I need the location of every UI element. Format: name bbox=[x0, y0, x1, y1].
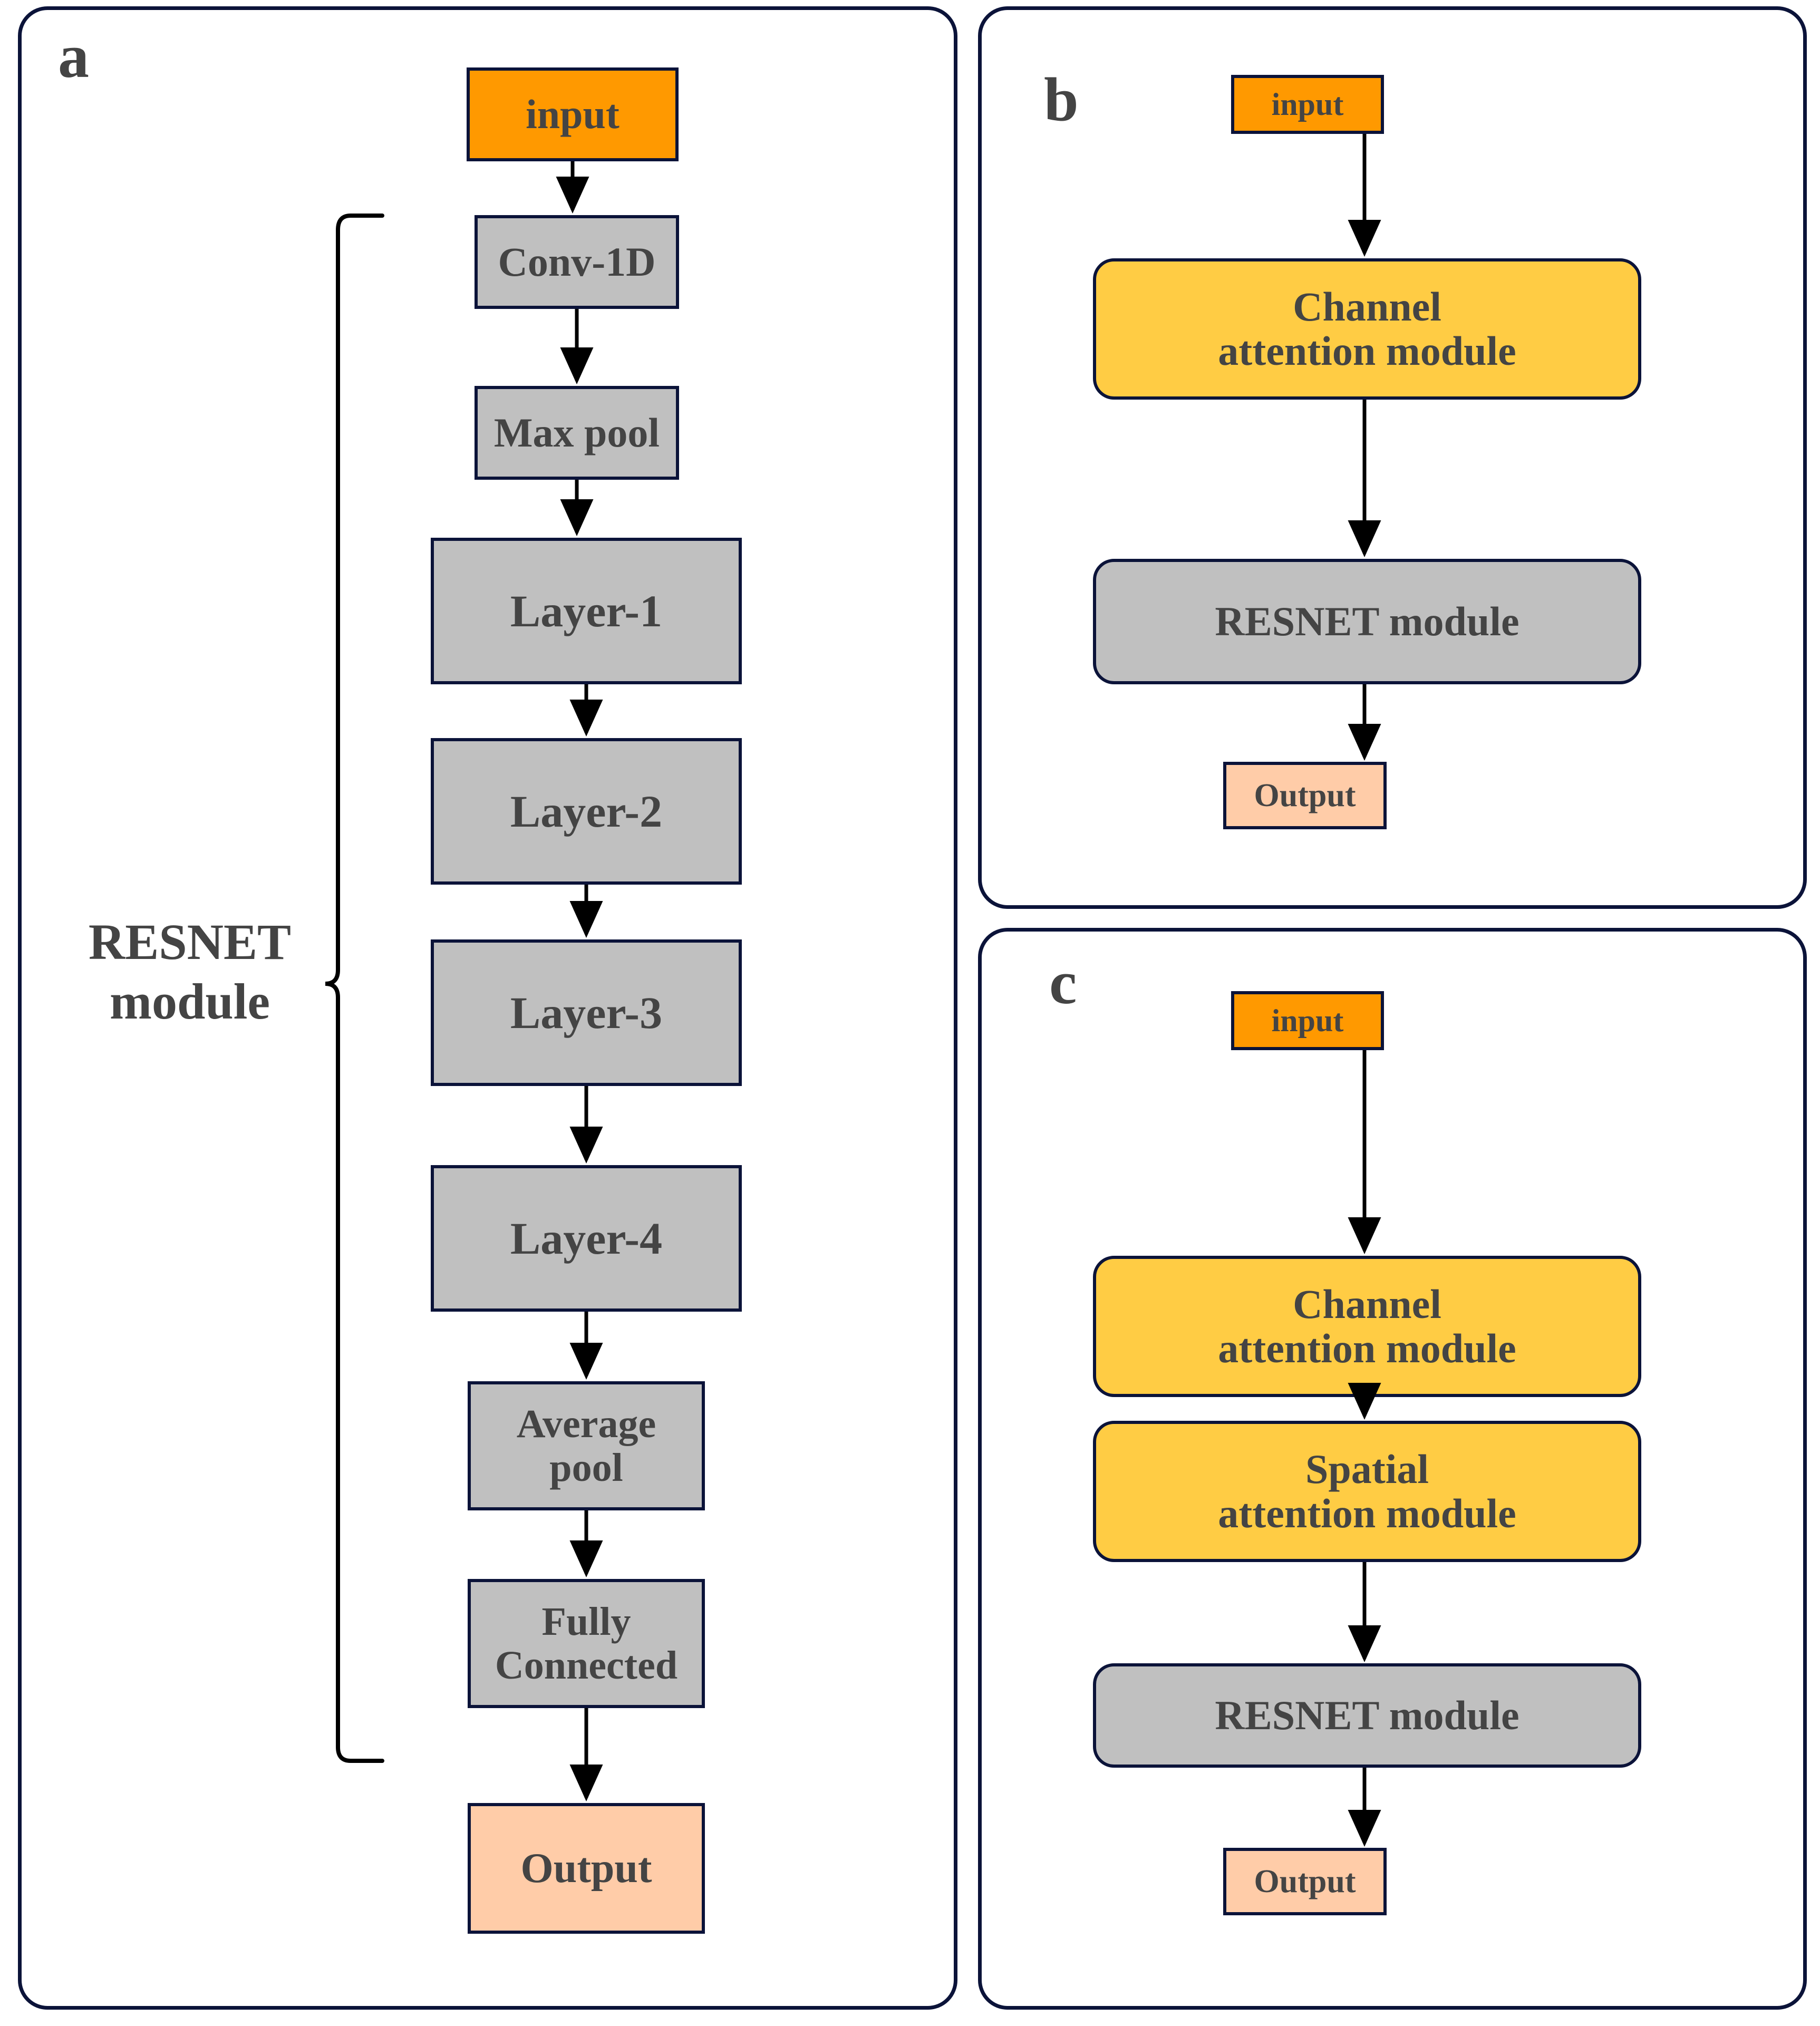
node-c-resnet-module-label: RESNET module bbox=[1215, 1692, 1519, 1738]
panel-b bbox=[978, 6, 1807, 909]
node-a-layer-2: Layer-2 bbox=[431, 738, 742, 885]
node-c-input-label: input bbox=[1271, 1003, 1344, 1038]
node-a-input: input bbox=[467, 67, 679, 161]
node-a-layer-4-label: Layer-4 bbox=[510, 1213, 663, 1264]
node-c-spatial-attention-module-label-line1: Spatial bbox=[1305, 1446, 1429, 1492]
node-b-resnet-module: RESNET module bbox=[1093, 559, 1641, 684]
node-a-layer-3-label: Layer-3 bbox=[510, 987, 663, 1038]
panel-b-letter: b bbox=[1044, 65, 1079, 134]
node-a-fully-connected-label-line1: Fully bbox=[541, 1600, 631, 1644]
node-b-channel-attention-module-label-line2: attention module bbox=[1218, 328, 1516, 374]
node-b-channel-attention-module-label-line1: Channel bbox=[1293, 283, 1441, 329]
node-a-layer-3: Layer-3 bbox=[431, 939, 742, 1086]
node-b-output: Output bbox=[1223, 762, 1387, 829]
node-a-layer-1-label: Layer-1 bbox=[510, 585, 663, 636]
node-a-output: Output bbox=[468, 1803, 705, 1934]
node-b-resnet-module-label: RESNET module bbox=[1215, 598, 1519, 644]
node-a-layer-4: Layer-4 bbox=[431, 1165, 742, 1312]
node-a-average-pool-label-line2: pool bbox=[549, 1445, 623, 1490]
resnet-module-brace-label: RESNET module bbox=[69, 912, 311, 1032]
node-c-spatial-attention-module-label-line2: attention module bbox=[1218, 1490, 1516, 1536]
node-a-maxpool-label: Max pool bbox=[493, 409, 660, 455]
node-a-fully-connected: Fully Connected bbox=[468, 1579, 705, 1708]
resnet-module-brace-label-line2: module bbox=[109, 973, 270, 1030]
node-c-output-label: Output bbox=[1254, 1863, 1356, 1899]
node-a-average-pool: Average pool bbox=[468, 1381, 705, 1510]
node-b-channel-attention-module: Channel attention module bbox=[1093, 258, 1641, 400]
node-c-channel-attention-module-label-line1: Channel bbox=[1293, 1281, 1441, 1327]
node-a-maxpool: Max pool bbox=[475, 386, 679, 480]
node-a-conv1d: Conv-1D bbox=[475, 215, 679, 309]
node-c-channel-attention-module: Channel attention module bbox=[1093, 1256, 1641, 1397]
node-c-input: input bbox=[1231, 991, 1384, 1050]
node-b-output-label: Output bbox=[1254, 777, 1356, 813]
resnet-module-brace-label-line1: RESNET bbox=[88, 914, 292, 970]
node-a-input-label: input bbox=[526, 91, 619, 137]
node-c-resnet-module: RESNET module bbox=[1093, 1663, 1641, 1768]
node-c-output: Output bbox=[1223, 1848, 1387, 1915]
panel-c-letter: c bbox=[1049, 948, 1077, 1017]
node-a-layer-2-label: Layer-2 bbox=[510, 786, 663, 837]
node-b-input-label: input bbox=[1271, 86, 1344, 122]
node-a-output-label: Output bbox=[520, 1845, 652, 1892]
node-c-channel-attention-module-label-line2: attention module bbox=[1218, 1325, 1516, 1371]
node-a-layer-1: Layer-1 bbox=[431, 538, 742, 684]
node-a-average-pool-label-line1: Average bbox=[516, 1402, 656, 1447]
node-c-spatial-attention-module: Spatial attention module bbox=[1093, 1421, 1641, 1562]
panel-a-letter: a bbox=[58, 22, 89, 91]
node-b-input: input bbox=[1231, 75, 1384, 134]
node-a-conv1d-label: Conv-1D bbox=[498, 238, 656, 285]
node-a-fully-connected-label-line2: Connected bbox=[495, 1643, 678, 1688]
